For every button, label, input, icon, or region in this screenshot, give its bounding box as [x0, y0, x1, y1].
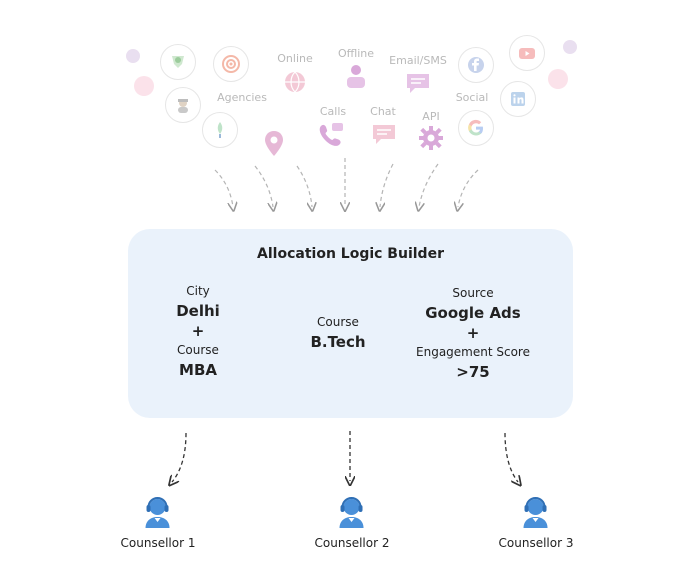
agency-logo-icon [202, 112, 238, 148]
chat-icon [370, 121, 398, 147]
source-label-online: Online [277, 52, 313, 65]
rule-source-engagement: Source Google Ads + Engagement Score >75 [416, 286, 530, 381]
youtube-icon [509, 35, 545, 71]
decor-dot [134, 76, 154, 96]
source-arrow [296, 165, 312, 207]
counsellor-2: Counsellor 2 [314, 496, 390, 550]
rule-label: Course [177, 343, 219, 357]
rule-label: Source [452, 286, 494, 300]
phone-call-icon [316, 121, 346, 149]
counsellor-arrow-1 [172, 432, 187, 482]
counsellor-headset-icon [146, 497, 170, 528]
counsellor-name: Counsellor 2 [314, 536, 390, 550]
allocation-logic-builder: Allocation Logic Builder City Delhi + Co… [128, 229, 573, 418]
google-icon [458, 110, 494, 146]
rule-value: MBA [179, 361, 217, 379]
rule-label: Course [317, 315, 359, 329]
counsellor-name: Counsellor 1 [120, 536, 196, 550]
source-label-agencies: Agencies [217, 91, 267, 104]
source-label-offline: Offline [337, 47, 375, 60]
counsellor-name: Counsellor 3 [498, 536, 574, 550]
counsellor-headset-icon [524, 497, 548, 528]
rule-plus: + [191, 322, 205, 340]
rule-value: Delhi [176, 302, 220, 320]
person-icon [344, 63, 368, 89]
source-arrow [254, 165, 273, 207]
rule-value: >75 [456, 363, 490, 381]
globe-icon [282, 69, 308, 95]
source-arrow [214, 169, 233, 207]
builder-title: Allocation Logic Builder [257, 246, 444, 262]
facebook-icon [458, 47, 494, 83]
rule-value: Google Ads [425, 304, 521, 322]
source-label-social: Social [455, 91, 489, 104]
rule-label: City [186, 284, 210, 298]
location-pin-icon [262, 130, 286, 158]
decor-dot [563, 40, 577, 54]
counsellor-3: Counsellor 3 [498, 496, 574, 550]
source-label-email-sms: Email/SMS [389, 54, 447, 67]
referral-badge-icon [160, 44, 196, 80]
rule-city-course: City Delhi + Course MBA [176, 284, 220, 379]
counsellor-1: Counsellor 1 [120, 496, 196, 550]
rule-label: Engagement Score [416, 345, 530, 359]
source-label-chat: Chat [370, 105, 396, 118]
source-arrow [380, 163, 394, 207]
counsellor-arrow-3 [504, 432, 518, 482]
source-label-calls: Calls [319, 105, 347, 118]
target-icon [213, 46, 249, 82]
agent-avatar-icon [165, 87, 201, 123]
source-label-api: API [422, 110, 440, 123]
linkedin-icon [500, 81, 536, 117]
decor-dot [126, 49, 140, 63]
gear-icon [417, 124, 445, 152]
source-arrow [458, 169, 479, 207]
message-icon [404, 70, 432, 96]
rule-value: B.Tech [310, 333, 366, 351]
source-arrow [419, 163, 439, 207]
rule-plus: + [466, 324, 480, 342]
rule-course: Course B.Tech [310, 315, 365, 351]
decor-dot [548, 69, 568, 89]
counsellor-headset-icon [340, 497, 364, 528]
